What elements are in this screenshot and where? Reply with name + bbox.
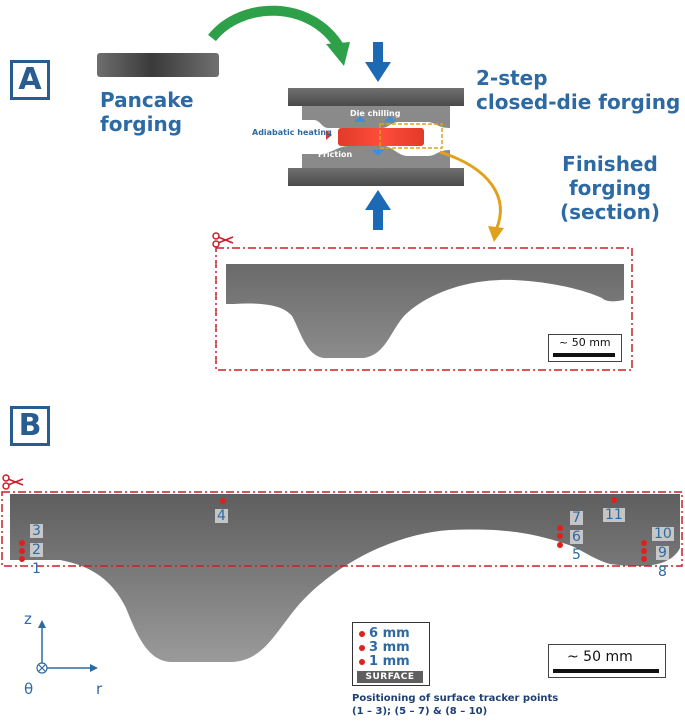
closed-die-line1: 2-step xyxy=(476,66,548,90)
finished-forging-section xyxy=(215,247,633,371)
tracker-caption-line1: Positioning of surface tracker points xyxy=(352,693,559,704)
axis-theta-label: θ xyxy=(24,680,34,698)
scissors-icon xyxy=(212,232,234,248)
closed-die-line2: closed-die forging xyxy=(476,90,681,114)
scale-bar-a-line xyxy=(553,353,615,357)
panel-b-label: B xyxy=(10,406,50,446)
legend-row-3mm: 3 mm xyxy=(359,640,410,655)
finished-line2: forging xyxy=(568,176,652,200)
pancake-forging-label: Pancake forging xyxy=(100,88,194,136)
scale-bar-a-label: ~ 50 mm xyxy=(559,336,611,349)
tracker-caption-line2: (1 – 3); (5 – 7) & (8 – 10) xyxy=(352,706,488,717)
tracker-label-11: 11 xyxy=(603,507,625,523)
tracker-dot-9 xyxy=(641,548,647,554)
scissors-icon xyxy=(2,474,24,490)
tracker-dot-7 xyxy=(557,525,563,531)
tracker-label-6: 6 xyxy=(570,529,583,545)
tracker-dot-10 xyxy=(641,540,647,546)
finished-forging-label: Finished forging (section) xyxy=(555,152,665,224)
scale-bar-b-label: ~ 50 mm xyxy=(567,649,633,665)
pancake-label-line2: forging xyxy=(100,112,183,136)
legend-dot xyxy=(359,658,365,665)
legend-row-1mm-label: 1 mm xyxy=(369,654,410,669)
tracker-label-10: 10 xyxy=(652,526,674,542)
friction-label: Friction xyxy=(318,150,353,159)
process-arrow-green xyxy=(208,5,350,66)
tracker-dot-5 xyxy=(557,542,563,548)
tracker-label-8: 8 xyxy=(658,564,667,580)
coordinate-axes xyxy=(36,620,98,674)
scale-bar-a: ~ 50 mm xyxy=(548,334,622,362)
tracker-dot-3 xyxy=(19,540,25,546)
scale-bar-b-line xyxy=(553,669,659,673)
tracker-label-7: 7 xyxy=(570,510,583,526)
tracker-caption: Positioning of surface tracker points (1… xyxy=(352,692,558,718)
tracker-dot-8 xyxy=(641,556,647,562)
process-arrow-gold xyxy=(439,150,504,242)
panel-a-letter: A xyxy=(18,62,42,97)
up-arrow-icon xyxy=(365,190,391,230)
legend-dot xyxy=(359,644,365,651)
panel-a-label: A xyxy=(10,60,50,100)
pancake-billet xyxy=(97,53,219,77)
closed-die-forging-label: 2-step closed-die forging xyxy=(476,66,680,114)
tracker-label-9: 9 xyxy=(656,545,669,561)
panel-b-letter: B xyxy=(18,408,42,443)
tracker-label-5: 5 xyxy=(572,547,581,563)
tracker-depth-legend: 6 mm 3 mm 1 mm SURFACE xyxy=(352,622,430,686)
forging-section-detail xyxy=(1,491,683,662)
scale-bar-b: ~ 50 mm xyxy=(548,644,666,678)
tracker-label-2: 2 xyxy=(30,542,43,558)
legend-row-1mm: 1 mm xyxy=(359,654,410,669)
tracker-label-4: 4 xyxy=(215,508,228,524)
legend-surface-tag: SURFACE xyxy=(357,671,423,683)
legend-row-3mm-label: 3 mm xyxy=(369,640,410,655)
tracker-dot-1 xyxy=(19,556,25,562)
down-arrow-icon xyxy=(365,42,391,82)
tracker-dot-6 xyxy=(557,533,563,539)
legend-row-6mm: 6 mm xyxy=(359,626,410,641)
tracker-dot-11 xyxy=(611,497,617,503)
legend-dot xyxy=(359,630,365,637)
tracker-dot-2 xyxy=(19,548,25,554)
adiabatic-heating-label: Adiabatic heating xyxy=(252,128,332,137)
legend-row-6mm-label: 6 mm xyxy=(369,626,410,641)
finished-line1: Finished xyxy=(562,152,658,176)
pancake-label-line1: Pancake xyxy=(100,88,194,112)
axis-r-label: r xyxy=(96,680,103,698)
die-assembly xyxy=(288,88,464,186)
die-chilling-label: Die chilling xyxy=(350,109,401,118)
axis-z-label: z xyxy=(24,610,32,628)
tracker-dot-4 xyxy=(220,498,226,504)
tracker-label-1: 1 xyxy=(32,561,41,577)
finished-line3: (section) xyxy=(560,200,660,224)
tracker-label-3: 3 xyxy=(30,523,43,539)
